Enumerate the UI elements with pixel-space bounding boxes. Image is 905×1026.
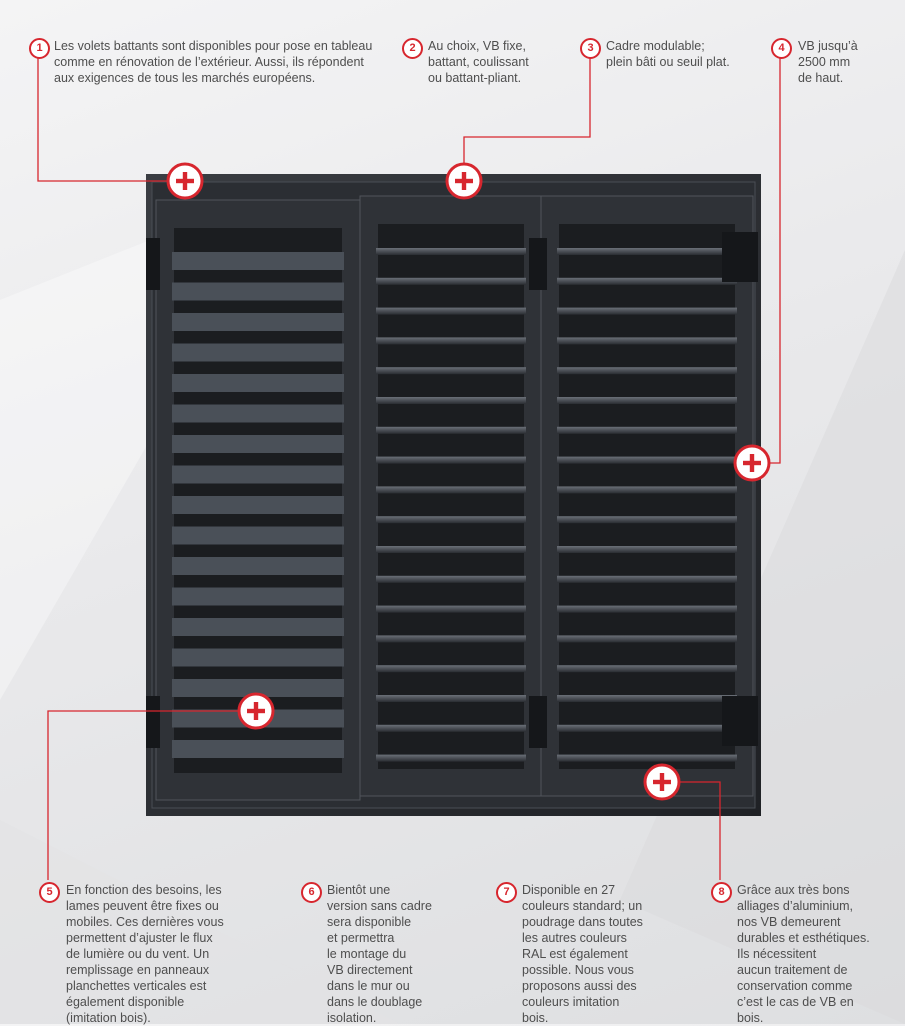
leader-line-8 [680, 781, 721, 880]
louver-slat [557, 665, 737, 673]
louver-slat [376, 635, 526, 643]
louver-slat [376, 277, 526, 285]
louver-slat [557, 754, 737, 762]
louver-slat [557, 486, 737, 494]
shutter-panel-middle [359, 195, 543, 797]
leader-line-4 [770, 57, 781, 464]
louver-slat [172, 648, 344, 667]
leader-line-5 [47, 710, 238, 880]
louver-slat [557, 456, 737, 464]
louver-slat [376, 546, 526, 553]
louver-slat [376, 754, 526, 762]
louver-slat [557, 426, 737, 434]
louver-slat [172, 557, 344, 575]
louver-slat [376, 665, 526, 673]
note-1: 1 Les volets battants sont disponibles p… [29, 38, 372, 86]
note-2-text: Au choix, VB fixe, battant, coulissant o… [428, 39, 529, 85]
louver-slat [557, 516, 737, 524]
louver-slat [557, 367, 737, 375]
note-7: 7 Disponible en 27 couleurs standard; un… [496, 882, 643, 1026]
plus-icon[interactable] [166, 162, 204, 200]
louver-slat [376, 248, 526, 255]
number-badge-5: 5 [39, 882, 60, 903]
louver-slat [376, 724, 526, 732]
louver-slat [557, 695, 737, 702]
plus-icon[interactable] [733, 444, 771, 482]
louver-slat [557, 605, 737, 613]
louver-slat [172, 313, 344, 331]
louver-slat [376, 605, 526, 613]
leader-line-3 [463, 57, 591, 163]
louver-slat [376, 695, 526, 702]
louver-slat [172, 679, 344, 697]
louver-slat [376, 337, 526, 345]
louver-slat [376, 516, 526, 524]
note-3: 3 Cadre modulable; plein bâti ou seuil p… [580, 38, 730, 70]
louver-slat [376, 575, 526, 583]
louver-slat [376, 367, 526, 375]
note-2: 2 Au choix, VB fixe, battant, coulissant… [402, 38, 529, 86]
louver-slat [557, 307, 737, 315]
louver-slat [557, 277, 737, 285]
louver-slat [376, 426, 526, 434]
louver-slat [376, 397, 526, 404]
louver-slat [172, 526, 344, 545]
louver-slat [172, 435, 344, 453]
note-6: 6 Bientôt une version sans cadre sera di… [301, 882, 432, 1026]
note-8: 8 Grâce aux très bons alliages d’alumini… [711, 882, 870, 1026]
louver-slat [172, 465, 344, 484]
number-badge-2: 2 [402, 38, 423, 59]
note-6-text: Bientôt une version sans cadre sera disp… [327, 883, 432, 1025]
note-3-text: Cadre modulable; plein bâti ou seuil pla… [606, 39, 730, 69]
hinge [722, 696, 758, 746]
louver-slat [557, 635, 737, 643]
louver-slat [376, 486, 526, 494]
note-5: 5 En fonction des besoins, les lames peu… [39, 882, 224, 1026]
louver-slat [557, 546, 737, 553]
louver-slat [557, 337, 737, 345]
number-badge-8: 8 [711, 882, 732, 903]
hinge [722, 232, 758, 282]
hinge [529, 238, 547, 290]
note-1-text: Les volets battants sont disponibles pou… [54, 39, 373, 85]
louver-slat [557, 724, 737, 732]
louver-slat [172, 343, 344, 362]
hinge [146, 696, 160, 748]
plus-icon[interactable] [237, 692, 275, 730]
louver-slat [172, 252, 344, 270]
note-4: 4 VB jusqu’à 2500 mm de haut. [771, 38, 858, 86]
plus-icon[interactable] [643, 763, 681, 801]
number-badge-7: 7 [496, 882, 517, 903]
leader-line-1 [37, 57, 167, 182]
louver-slat [172, 404, 344, 423]
louver-slat [557, 397, 737, 404]
louver-slat [172, 496, 344, 514]
note-8-text: Grâce aux très bons alliages d’aluminium… [737, 883, 870, 1025]
plus-icon[interactable] [445, 162, 483, 200]
louver-slat [557, 248, 737, 255]
leader-lines [37, 57, 781, 880]
louver-slat [172, 282, 344, 301]
louver-slat [557, 575, 737, 583]
louver-slat [172, 587, 344, 606]
number-badge-6: 6 [301, 882, 322, 903]
louver-slat [172, 618, 344, 636]
louver-slat [376, 307, 526, 315]
louver-slat [376, 456, 526, 464]
hinge [146, 238, 160, 290]
number-badge-4: 4 [771, 38, 792, 59]
louver-slat [172, 374, 344, 392]
number-badge-1: 1 [29, 38, 50, 59]
louver-slat [172, 740, 344, 758]
shutter-panel-right [540, 195, 754, 797]
note-7-text: Disponible en 27 couleurs standard; un p… [522, 883, 643, 1025]
hinge [529, 696, 547, 748]
note-4-text: VB jusqu’à 2500 mm de haut. [798, 39, 858, 85]
note-5-text: En fonction des besoins, les lames peuve… [66, 883, 224, 1025]
